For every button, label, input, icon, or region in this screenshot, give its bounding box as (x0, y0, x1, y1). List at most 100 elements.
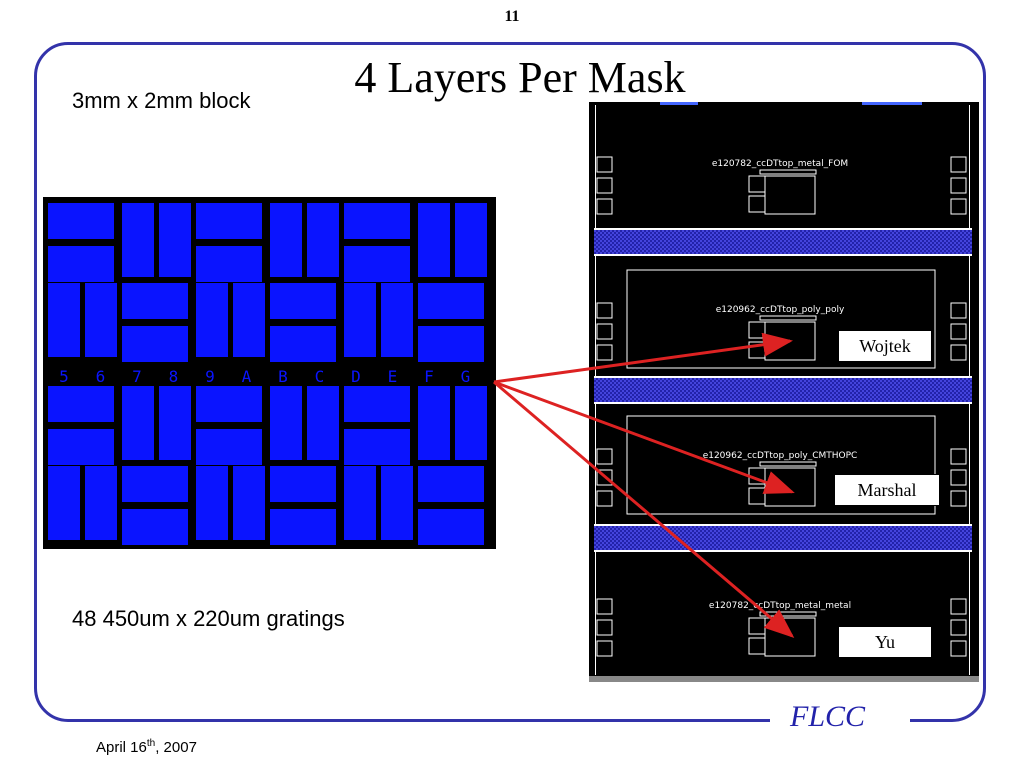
cell-label: e120782_ccDTtop_metal_metal (709, 601, 851, 611)
alignment-mark (596, 323, 613, 340)
row-label: 5 (59, 367, 69, 386)
grating (122, 386, 154, 460)
mask-bottom-edge (589, 676, 979, 682)
arrow-to-opc-layer (493, 380, 795, 494)
grating (455, 386, 487, 460)
mask-accent (862, 102, 922, 105)
grating (233, 466, 265, 540)
mask-accent (660, 102, 698, 105)
alignment-mark (950, 177, 967, 194)
row-label: 6 (96, 367, 106, 386)
grating (48, 246, 114, 282)
grating (344, 283, 376, 357)
grating (418, 283, 484, 319)
grating (196, 386, 262, 422)
cell-bar (759, 315, 817, 321)
cell-bar (759, 461, 817, 467)
row-label: E (388, 367, 398, 386)
mask-divider-edge (594, 376, 972, 378)
mask-layer: e120782_ccDTtop_metal_FOM (596, 156, 967, 215)
grating (270, 283, 336, 319)
block-size-label: 3mm x 2mm block (72, 88, 251, 113)
mask-divider-edge (594, 228, 972, 230)
alignment-mark (950, 490, 967, 507)
page-number: 11 (504, 8, 520, 25)
row-label: C (315, 367, 325, 386)
grating (122, 283, 188, 319)
cell-bar (759, 169, 817, 175)
alignment-mark (596, 448, 613, 465)
grating (344, 246, 410, 282)
grating (122, 509, 188, 545)
arrows (493, 332, 795, 638)
grating (196, 203, 262, 239)
grating (270, 509, 336, 545)
grating (48, 386, 114, 422)
mask-layer: e120962_ccDTtop_poly_poly (596, 269, 967, 369)
footer-date: April 16th, 2007 (96, 738, 197, 756)
grating (196, 466, 228, 540)
footer-date-year: , 2007 (155, 739, 197, 756)
grating (122, 203, 154, 277)
alignment-mark (950, 640, 967, 657)
footer-date-main: April 16 (96, 739, 147, 756)
alignment-mark (596, 598, 613, 615)
cell-label: e120962_ccDTtop_poly_poly (716, 305, 845, 315)
grating (270, 326, 336, 362)
grating (196, 283, 228, 357)
mask-layers: e120782_ccDTtop_metal_FOM e120962_ccDTtop… (596, 156, 967, 657)
frame-gap (770, 716, 910, 730)
alignment-mark (950, 448, 967, 465)
mask-divider-edge (594, 402, 972, 404)
grating (381, 283, 413, 357)
alignment-mark (950, 323, 967, 340)
grating (85, 283, 117, 357)
grating (196, 246, 262, 282)
cell-structure (764, 175, 816, 215)
grating (344, 429, 410, 465)
grating (122, 326, 188, 362)
grating (196, 429, 262, 465)
alignment-mark (950, 156, 967, 173)
grating (344, 466, 376, 540)
grating (48, 429, 114, 465)
alignment-mark (596, 640, 613, 657)
mask-divider-band (594, 526, 972, 550)
mask-divider-band (594, 230, 972, 254)
grating (344, 203, 410, 239)
gratings-label: 48 450um x 220um gratings (72, 606, 345, 631)
alignment-mark (950, 469, 967, 486)
alignment-mark (596, 302, 613, 319)
grating (270, 203, 302, 277)
flcc-logo: FLCC (790, 700, 866, 733)
grating (48, 466, 80, 540)
grating (122, 466, 188, 502)
grating (418, 386, 450, 460)
slide-frame (34, 42, 986, 722)
name-box-wojtek: Wojtek (838, 330, 932, 362)
grating (418, 509, 484, 545)
cell-label: e120962_ccDTtop_poly_CMTHOPC (703, 451, 858, 461)
alignment-mark (950, 198, 967, 215)
grating (233, 283, 265, 357)
alignment-mark (596, 198, 613, 215)
grating (307, 386, 339, 460)
alignment-mark (950, 619, 967, 636)
alignment-mark (596, 469, 613, 486)
name-box-marshal: Marshal (834, 474, 940, 506)
row-label: 9 (205, 367, 215, 386)
grating (418, 326, 484, 362)
row-label: 7 (132, 367, 142, 386)
row-label: B (278, 367, 288, 386)
alignment-mark (596, 344, 613, 361)
mask-divider-band (594, 378, 972, 402)
name-box-yu: Yu (838, 626, 932, 658)
grating (85, 466, 117, 540)
alignment-mark (596, 619, 613, 636)
grating (381, 466, 413, 540)
layer-frame (626, 415, 936, 515)
grating-rects (48, 203, 487, 545)
